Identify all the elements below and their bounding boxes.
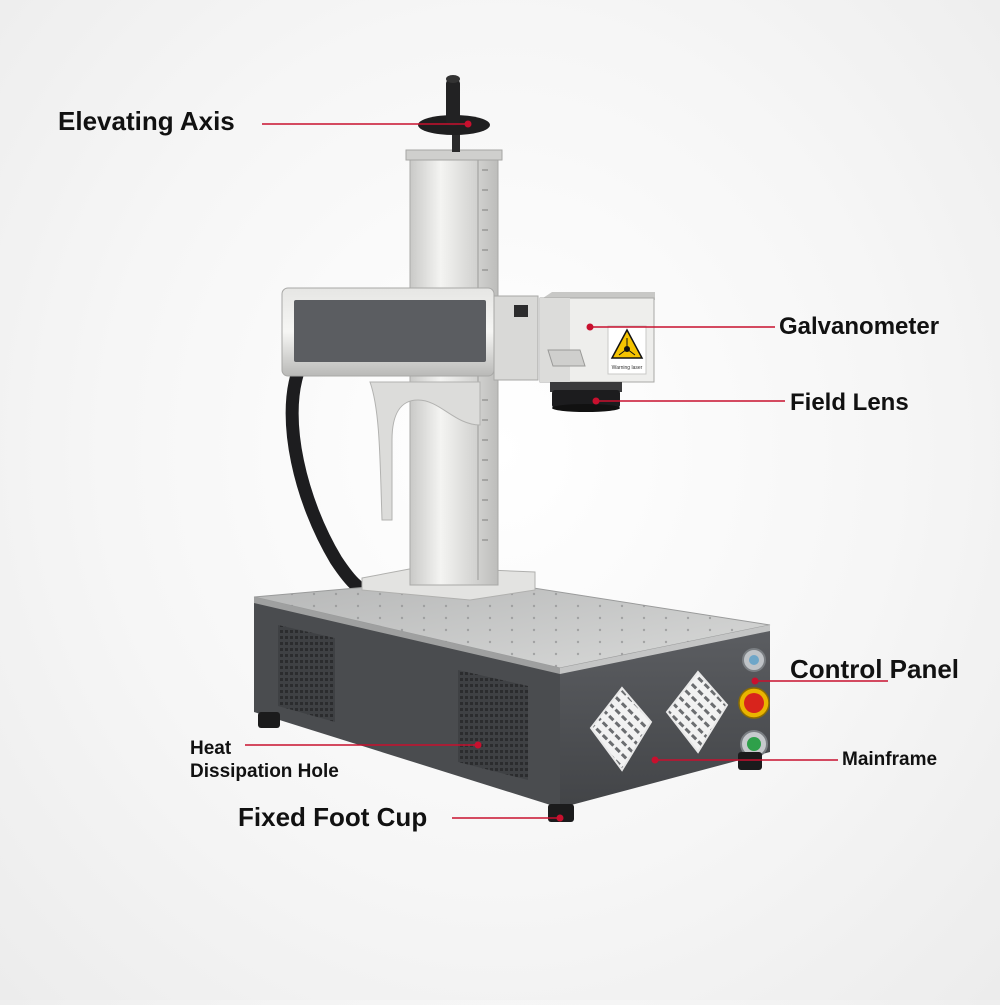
column-scale (482, 169, 488, 541)
label-heat-dissipation-line1: Heat (190, 738, 232, 759)
vent-grille-right (458, 670, 528, 780)
foot-cup-right (738, 752, 762, 770)
foot-cup-left (258, 712, 280, 728)
field-lens (550, 382, 622, 412)
callout-dots (464, 120, 759, 822)
mesh-panel-1 (589, 686, 653, 772)
label-mainframe: Mainframe (842, 749, 938, 770)
label-galvanometer: Galvanometer (779, 313, 940, 340)
label-fixed-foot-cup: Fixed Foot Cup (238, 802, 428, 832)
arm-bracket (369, 381, 481, 521)
label-elevating-axis: Elevating Axis (58, 106, 235, 136)
label-field-lens: Field Lens (790, 389, 909, 416)
vent-grille-left (278, 625, 335, 722)
warning-sticker-text: Warning laser (612, 365, 643, 371)
fiber-cable (285, 365, 363, 592)
mesh-panel-2 (665, 670, 729, 754)
callout-lines (245, 123, 888, 819)
label-control-panel: Control Panel (790, 654, 960, 684)
control-panel (738, 648, 770, 758)
galvanometer-head: Warning laser (539, 292, 655, 383)
handwheel[interactable] (418, 75, 490, 152)
cabinet-front (560, 625, 770, 808)
label-heat-dissipation-line2: Dissipation Hole (190, 761, 339, 782)
